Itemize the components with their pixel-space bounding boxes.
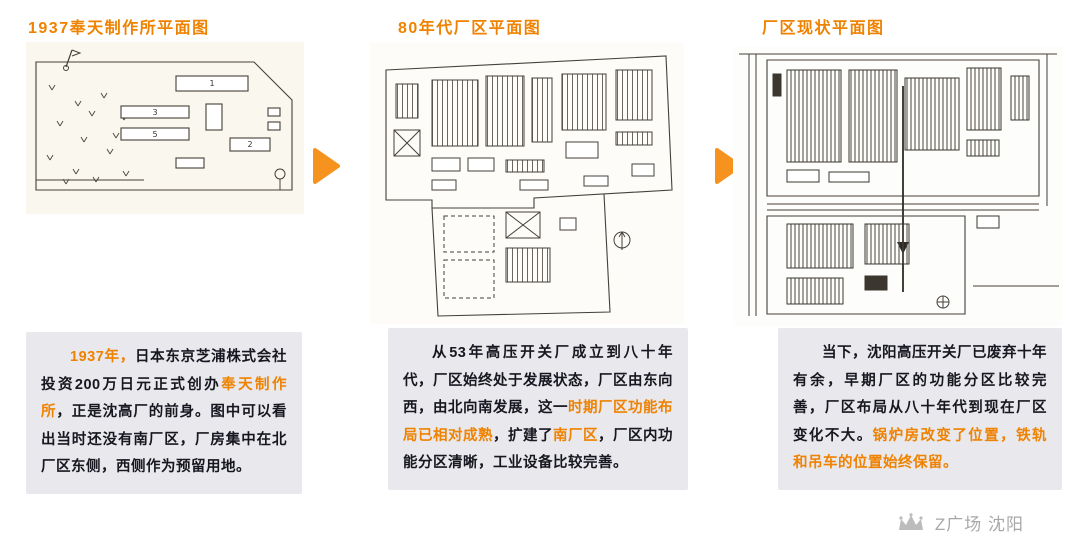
text-segment: 1937年， (70, 349, 135, 365)
arrow-right-icon (714, 146, 744, 186)
building-label: 5 (152, 130, 157, 139)
tree-marks (46, 84, 130, 185)
buildings-1937 (120, 75, 281, 169)
crown-icon (898, 512, 923, 530)
text-segment: 时期厂区功能布局已相对成熟 (403, 400, 673, 444)
plan-current-drawing (739, 53, 1059, 316)
building-numbers: 1 3 5 2 (152, 79, 252, 149)
text-segment: ，厂区内功能分区清晰，工业设备比较完善。 (403, 427, 673, 472)
panel-title-current: 厂区现状平面图 (762, 20, 885, 37)
watermark: Z广场 沈阳 (896, 510, 1024, 535)
arrow-right-icon (312, 146, 342, 186)
plan-diagram-1937: 1 3 5 2 (26, 42, 304, 214)
buildings-80s-south (443, 215, 577, 299)
description-80s: 从53年高压开关厂成立到八十年代，厂区始终处于发展状态，厂区由东向西，由北向南发… (388, 328, 688, 490)
text-segment: ，正是沈高厂的前身。图中可以看出当时还没有南厂区，厂房集中在北厂区东侧，西侧作为… (41, 404, 288, 476)
text-segment: 奉天制作所 (41, 376, 287, 421)
plan-80s-drawing (385, 55, 673, 317)
description-1937: 1937年，日本东京芝浦株式会社投资200万日元正式创办奉天制作所，正是沈高厂的… (26, 332, 302, 494)
buildings-current-south (786, 215, 1000, 305)
tank-mark (936, 295, 950, 309)
panel-title-80s: 80年代厂区平面图 (398, 20, 542, 37)
buildings-80s-north (395, 69, 655, 191)
text-segment: 当下，沈阳高压开关厂已废弃十年有余，早期厂区的功能分区比较完善，厂区布局从八十年… (793, 345, 1047, 444)
buildings-current-north (772, 67, 1030, 183)
text-segment: 南厂区 (553, 427, 598, 444)
building-label: 1 (209, 79, 214, 88)
panel-title-1937: 1937奉天制作所平面图 (28, 20, 210, 37)
text-segment: 锅炉房改变了位置，铁轨和吊车的位置始终保留。 (793, 427, 1048, 472)
description-current: 当下，沈阳高压开关厂已废弃十年有余，早期厂区的功能分区比较完善，厂区布局从八十年… (778, 328, 1062, 490)
gate-mark (274, 168, 286, 180)
plan-diagram-current (733, 46, 1063, 326)
text-segment: 日本东京芝浦株式会社投资200万日元正式创办 (41, 349, 288, 393)
watermark-text: Z广场 沈阳 (934, 515, 1024, 534)
compass-icon (613, 231, 631, 250)
text-segment: ，扩建了 (493, 427, 553, 444)
plan-1937-drawing: 1 3 5 2 (35, 49, 293, 191)
xbox-north (393, 129, 421, 157)
building-label: 2 (247, 140, 252, 149)
text-segment: 从53年高压开关厂成立到八十年代，厂区始终处于发展状态，厂区由东向西，由北向南发… (403, 345, 673, 417)
xbox-south (505, 211, 541, 239)
flag-icon (63, 49, 82, 71)
plan-diagram-80s (370, 42, 684, 324)
building-label: 3 (152, 108, 157, 117)
